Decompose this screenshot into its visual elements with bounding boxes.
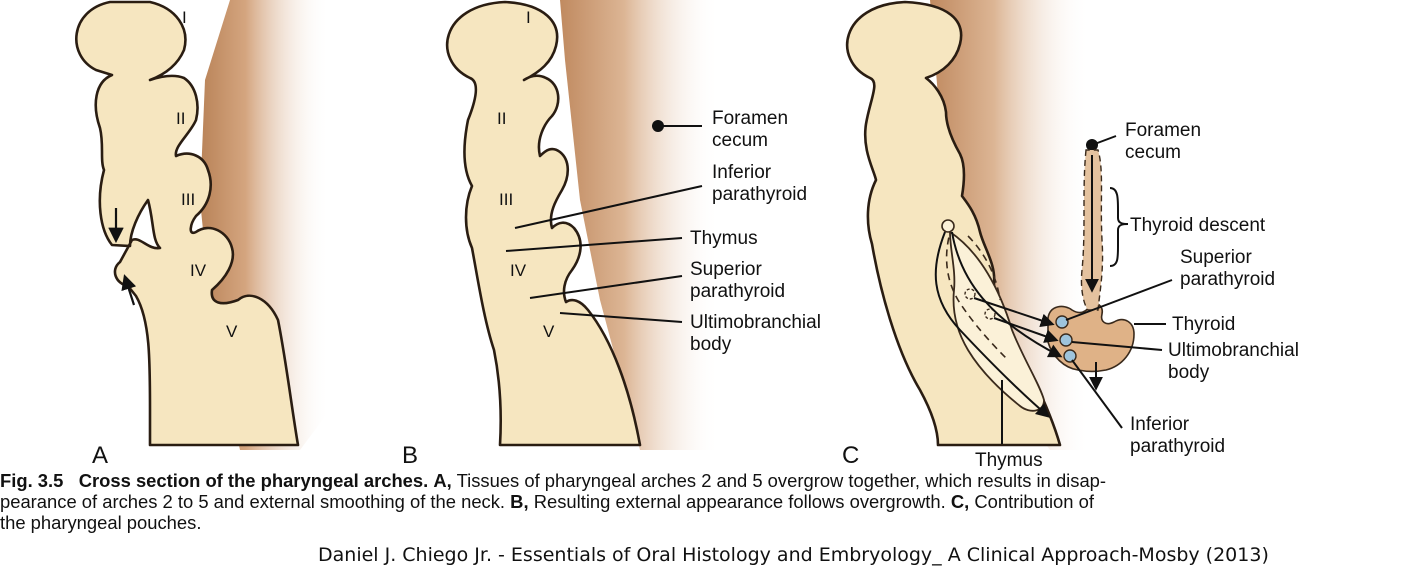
panel-a-arch-5: V xyxy=(226,322,238,341)
panel-a-arch-1: I xyxy=(182,8,187,27)
panel-b-label-ultimobranchial-line1: Ultimobranchial xyxy=(690,312,821,333)
panel-c-ultimobranchial-leader xyxy=(1071,341,1163,351)
panel-b-arch-4: IV xyxy=(510,261,527,280)
panel-b: I II III IV V Foramen cecum Inferior par… xyxy=(402,0,821,469)
caption-line-2: pearance of arches 2 to 5 and external s… xyxy=(0,491,1412,512)
panel-c-descent-bracket xyxy=(1109,187,1129,267)
panel-a: I II III IV V A xyxy=(75,0,330,469)
panel-c-label-thyroid: Thyroid xyxy=(1172,314,1235,335)
caption-line-1: Fig. 3.5 Cross section of the pharyngeal… xyxy=(0,470,1412,491)
panel-b-ultimobranchial-leader xyxy=(559,312,683,323)
panel-c-ultimo-arrow xyxy=(993,317,1059,343)
caption-b-text: Resulting external appearance follows ov… xyxy=(533,491,946,512)
caption-a-text-2: pearance of arches 2 to 5 and external s… xyxy=(0,491,506,512)
caption-a-text-1: Tissues of pharyngeal arches 2 and 5 ove… xyxy=(456,470,1107,491)
panel-b-letter: B xyxy=(402,442,418,469)
panel-b-label-inferior-line1: Inferior xyxy=(712,162,772,183)
panel-c-label-inferior-line1: Inferior xyxy=(1130,414,1190,435)
panel-c-origin-circle-2 xyxy=(964,288,976,300)
panel-b-label-superior-line2: parathyroid xyxy=(690,281,785,302)
panel-a-letter: A xyxy=(92,442,108,469)
panel-c-inferior-parathyroid xyxy=(1063,349,1077,363)
panel-c-origin-circle-1 xyxy=(941,219,955,233)
panel-b-inferior-parathyroid-leader xyxy=(514,185,703,229)
panel-b-arch-5: V xyxy=(543,322,555,341)
panel-b-superior-parathyroid-leader xyxy=(529,275,683,299)
panel-c: Foramen cecum Thyroid descent Superior p… xyxy=(842,0,1299,470)
panel-c-thymus-shape xyxy=(949,230,1045,412)
panel-c-label-foramen-line1: Foramen xyxy=(1125,120,1201,141)
panel-c-label-ultimobranchial-line1: Ultimobranchial xyxy=(1168,340,1299,361)
panel-a-arch-4: IV xyxy=(190,261,207,280)
panel-b-shadow xyxy=(560,0,720,450)
panel-b-arch-3: III xyxy=(499,190,513,209)
figure-caption: Fig. 3.5 Cross section of the pharyngeal… xyxy=(0,470,1412,533)
panel-c-letter: C xyxy=(842,442,859,469)
caption-c-text-1: Contribution of xyxy=(974,491,1094,512)
panel-b-label-superior-line1: Superior xyxy=(690,259,762,280)
panel-c-superior-parathyroid xyxy=(1055,315,1069,329)
panel-c-label-superior-line2: parathyroid xyxy=(1180,269,1275,290)
panel-b-tissue xyxy=(445,0,642,447)
caption-c-text-2: the pharyngeal pouches. xyxy=(0,512,202,533)
panel-c-ultimobranchial-body xyxy=(1059,333,1073,347)
panel-b-label-foramen-line2: cecum xyxy=(712,130,768,151)
panel-b-arch-1: I xyxy=(526,8,531,27)
caption-a-label: A, xyxy=(433,470,452,491)
panel-a-arch-2: II xyxy=(176,109,185,128)
panel-b-label-ultimobranchial-line2: body xyxy=(690,334,732,355)
panel-c-origin-circle-3 xyxy=(984,308,996,320)
panel-c-thymus-migration-dashed-2 xyxy=(967,235,1001,301)
panel-a-tissue xyxy=(75,0,300,447)
caption-c-label: C, xyxy=(950,491,970,512)
panel-c-thymus-arrow xyxy=(934,231,1051,418)
panel-c-inferior-leader xyxy=(1071,359,1123,429)
panel-b-label-thymus: Thymus xyxy=(690,228,758,249)
caption-fig-number: Fig. 3.5 xyxy=(0,470,64,491)
panel-b-label-inferior-line2: parathyroid xyxy=(712,184,807,205)
panel-a-arch-3: III xyxy=(181,190,195,209)
panel-b-thymus-leader xyxy=(505,237,683,252)
panel-c-label-inferior-line2: parathyroid xyxy=(1130,436,1225,457)
panel-a-arrow-up xyxy=(121,274,137,306)
panel-c-label-superior-line1: Superior xyxy=(1180,247,1252,268)
caption-line-3: the pharyngeal pouches. xyxy=(0,512,1412,533)
caption-title: Cross section of the pharyngeal arches. xyxy=(78,470,429,491)
panel-b-arch-2: II xyxy=(497,109,506,128)
panel-c-superior-leader xyxy=(1065,279,1173,321)
panel-c-label-thyroid-descent: Thyroid descent xyxy=(1130,215,1266,236)
panel-c-label-ultimobranchial-line2: body xyxy=(1168,362,1210,383)
caption-b-label: B, xyxy=(510,491,529,512)
panel-c-label-thymus: Thymus xyxy=(975,450,1043,470)
source-citation: Daniel J. Chiego Jr. - Essentials of Ora… xyxy=(318,544,1269,566)
pharyngeal-arches-figure: I II III IV V A I II III IV V Foramen ce… xyxy=(75,0,1299,470)
panel-c-inferior-arrow xyxy=(951,231,1063,358)
panel-b-label-foramen-line1: Foramen xyxy=(712,108,788,129)
panel-c-foramen-cecum-leader xyxy=(1091,135,1117,146)
panel-c-thymus-migration-dashed xyxy=(945,225,1007,359)
panel-c-label-foramen-line2: cecum xyxy=(1125,142,1181,163)
